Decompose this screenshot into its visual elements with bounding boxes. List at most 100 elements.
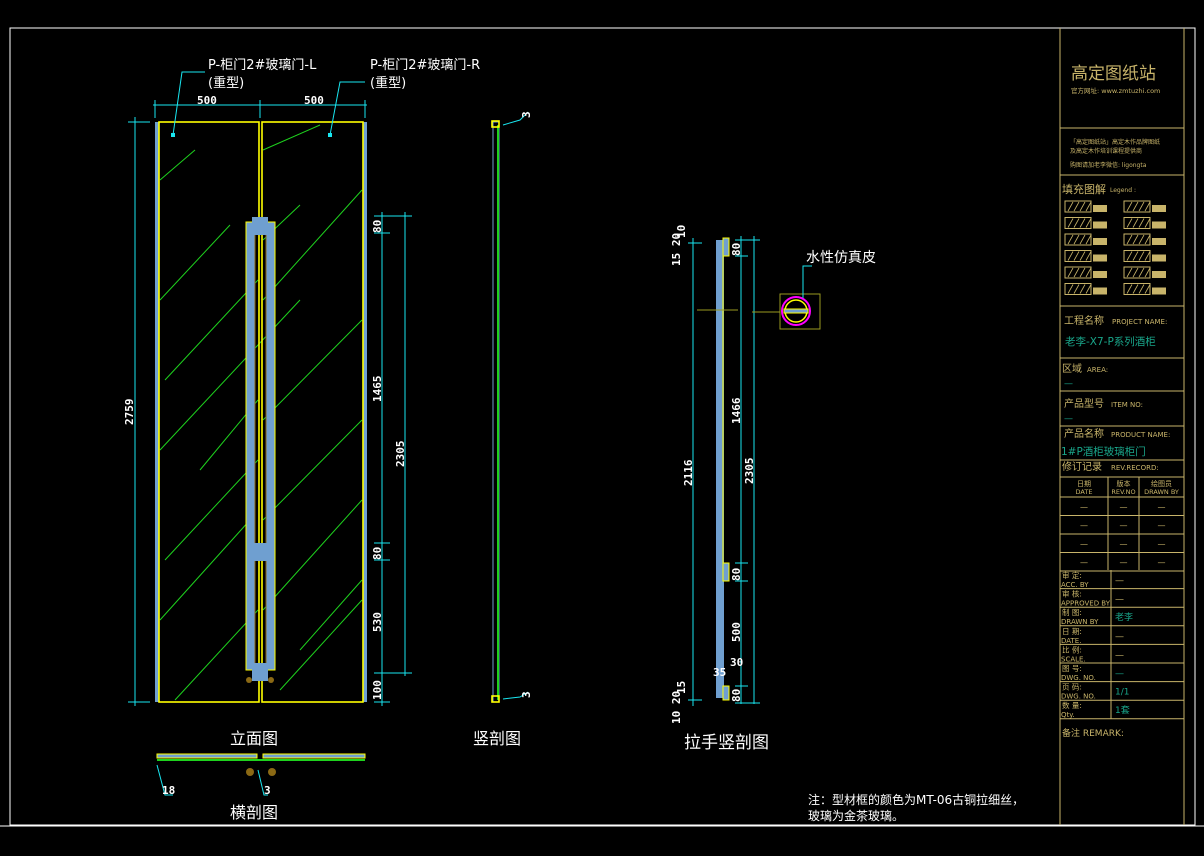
title-block: 高定图纸站 官方网址: www.zmtuzhi.com 「高定图纸站」高定木作品… [1059,28,1185,825]
dim-height-total: 2759 [123,399,136,426]
legend-swatch [1064,233,1092,246]
dim-vs-top: 3 [520,111,533,118]
field-label-cn: 数 量: [1062,700,1082,710]
hatch-line [159,224,231,301]
rev-cell: — [1120,503,1128,512]
hatch-line [164,279,259,381]
product-label: 产品名称 [1064,427,1104,440]
project-label: 工程名称 [1064,314,1104,327]
hatch-line [159,299,301,451]
legend-swatch [1064,266,1092,279]
dim-h-500: 500 [730,622,743,642]
hatch-line [262,189,363,301]
vertical-section-view: 3 3 竖剖图 [473,111,533,748]
rev-cell: — [1080,540,1088,549]
legend-label-block [1152,254,1166,262]
field-value: 老李 [1115,611,1133,623]
rev-header-cn: 日期 [1077,480,1091,488]
right-edge-strip [363,122,367,702]
hatch-line [159,149,196,181]
field-value: 1/1 [1115,688,1129,698]
legend-swatch [1123,200,1151,213]
dim-1465: 1465 [371,376,384,403]
field-label-cn: 日 期: [1062,627,1082,636]
legend-label-block [1093,238,1107,245]
dim-h-30: 30 [730,656,743,669]
rev-cell: — [1158,558,1166,567]
dim-h-2116: 2116 [682,459,695,486]
brand-desc-1: 「高定图纸站」高定木作品牌图纸 [1070,138,1160,146]
dim-h-10: 10 [675,225,688,238]
legend-label-block [1152,205,1166,212]
field-label-en: APPROVED BY [1061,600,1111,608]
legend-label-block [1093,221,1107,229]
field-label-en: DATE. [1061,637,1081,645]
field-label-en: ACC. BY [1061,581,1089,589]
item-value: — [1064,414,1073,424]
legend-label-block [1093,205,1107,212]
handle [245,217,276,683]
product-value: 1#P酒柜玻璃柜门 [1061,445,1146,458]
dim-2305: 2305 [394,441,407,468]
dim-80-mid: 80 [371,547,384,560]
note-line-2: 玻璃为金茶玻璃。 [808,808,904,823]
material-label: 水性仿真皮 [806,250,876,266]
field-label-en: DWG. NO. [1061,693,1096,701]
rev-header-en: REV.NO [1111,488,1135,496]
leader-right [329,81,365,136]
rev-cell: — [1158,503,1166,512]
legend-title: 填充图解 [1062,182,1106,196]
note-line-1: 注：型材框的颜色为MT-06古铜拉细丝， [808,792,1024,807]
legend-swatch [1064,200,1092,213]
door-right-type: (重型) [370,75,406,91]
brand-contact: 购图请加老李微信: ligongta [1070,161,1147,169]
hatch-line [164,459,259,561]
rev-cell: — [1120,521,1128,530]
item-label-en: ITEM NO: [1111,401,1143,409]
field-label-cn: 页 码: [1062,683,1082,692]
dim-530: 530 [371,612,384,632]
rev-cell: — [1158,540,1166,549]
dim-100: 100 [371,680,384,700]
hatch-line [279,599,363,691]
field-value: — [1115,632,1124,642]
hatch-line [262,124,321,151]
rev-label-en: REV.RECORD: [1111,464,1159,472]
rev-cell: — [1120,540,1128,549]
dim-width-right: 500 [304,94,324,107]
door-left-label: P-柜门2#玻璃门-L [208,58,317,73]
dim-80-top: 80 [371,220,384,233]
legend-label-block [1152,271,1166,278]
area-label-en: AREA: [1087,366,1108,374]
hatch-line [299,579,363,651]
legend-label-block [1093,271,1107,278]
brand-desc-2: 及高定木作培训课程提供商 [1070,147,1142,155]
legend-label-block [1093,287,1107,295]
legend-label-block [1152,238,1166,245]
legend-title-en: Legend : [1110,187,1136,194]
field-value: — [1115,669,1124,679]
rev-cell: — [1120,558,1128,567]
door-left-type: (重型) [208,75,244,91]
legend-swatch [1123,217,1151,229]
brand-name: 高定图纸站 [1071,64,1156,84]
hatch-line [159,519,251,621]
dim-h-15: 15 [675,681,688,694]
elevation-view: P-柜门2#玻璃门-L (重型) P-柜门2#玻璃门-R (重型) 500 50… [123,58,480,748]
title-elevation: 立面图 [230,729,278,748]
door-left-frame [158,121,260,703]
rev-label: 修订记录 [1062,460,1102,473]
handle-section-view: 80 1466 80 500 30 35 80 2305 2116 10 15 … [670,225,876,753]
legend-swatch [1064,283,1092,295]
field-value: — [1115,650,1124,660]
hatch-line [262,319,363,421]
legend-label-block [1093,254,1107,262]
rev-header-en: DATE [1076,488,1093,496]
field-label-cn: 比 例: [1062,644,1082,654]
dim-h-1466: 1466 [730,397,743,424]
field-label-cn: 制 图: [1062,607,1082,617]
legend-swatch [1123,233,1151,246]
dim-width-left: 500 [197,94,217,107]
dim-h-80-bottom: 80 [730,689,743,702]
